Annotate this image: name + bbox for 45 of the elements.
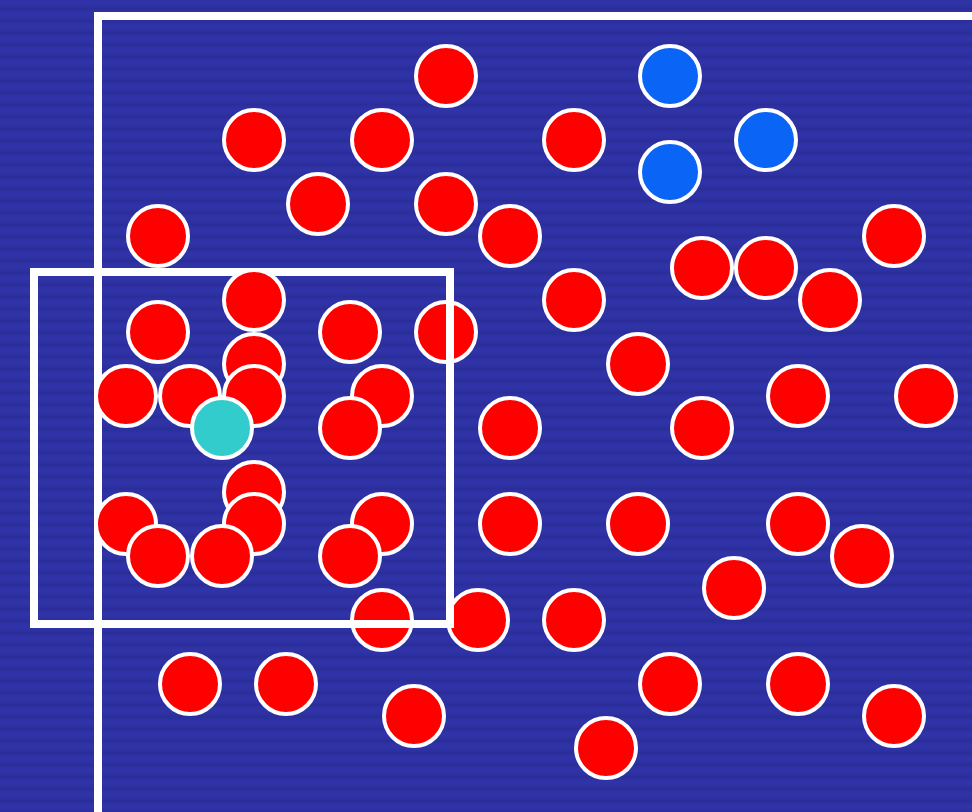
dot	[542, 268, 606, 332]
dot	[542, 108, 606, 172]
dot	[478, 396, 542, 460]
dot	[190, 396, 254, 460]
dot	[318, 300, 382, 364]
dot	[414, 172, 478, 236]
selection-box	[30, 268, 454, 628]
dot	[894, 364, 958, 428]
dot	[414, 44, 478, 108]
dot	[766, 492, 830, 556]
dot	[862, 204, 926, 268]
dot	[222, 108, 286, 172]
dot	[606, 492, 670, 556]
dot	[606, 332, 670, 396]
dot	[126, 204, 190, 268]
dot	[574, 716, 638, 780]
dot	[542, 588, 606, 652]
dot	[190, 524, 254, 588]
dot	[862, 684, 926, 748]
dot	[318, 524, 382, 588]
dot	[798, 268, 862, 332]
dot	[830, 524, 894, 588]
dot	[126, 524, 190, 588]
dot	[702, 556, 766, 620]
dot	[734, 236, 798, 300]
dot	[126, 300, 190, 364]
dot	[766, 652, 830, 716]
dot	[222, 268, 286, 332]
dot	[670, 396, 734, 460]
dot	[350, 108, 414, 172]
dot	[478, 204, 542, 268]
dot	[734, 108, 798, 172]
dot	[478, 492, 542, 556]
dot	[318, 396, 382, 460]
dot	[638, 140, 702, 204]
dot	[638, 44, 702, 108]
dot	[766, 364, 830, 428]
dot	[670, 236, 734, 300]
dot	[638, 652, 702, 716]
dot	[382, 684, 446, 748]
dot	[94, 364, 158, 428]
dot	[254, 652, 318, 716]
dot	[286, 172, 350, 236]
dot	[446, 588, 510, 652]
dot	[158, 652, 222, 716]
